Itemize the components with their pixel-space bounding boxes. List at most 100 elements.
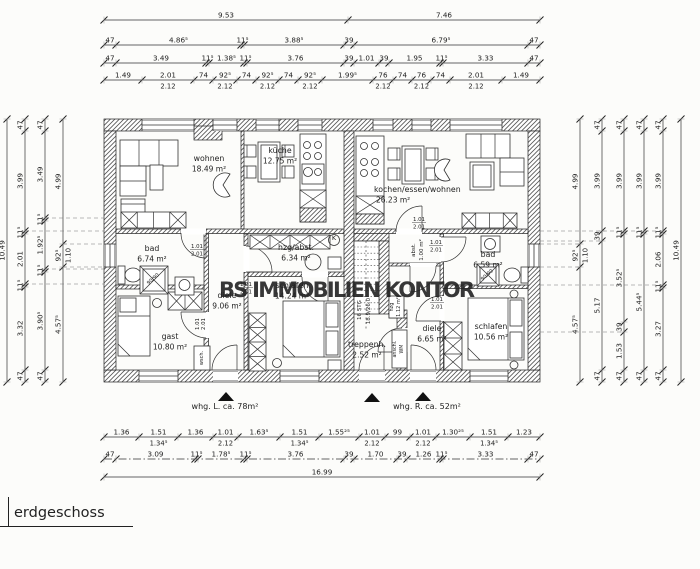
small-label: WM (399, 345, 405, 354)
dim-label: 11⁵ (236, 36, 248, 45)
dim-label: 1.99⁵ (338, 71, 357, 80)
dim-label: 1.51 (291, 428, 307, 437)
room-area: 9.06 m² (212, 302, 241, 311)
dim-label: 11⁵ (201, 54, 213, 63)
dim-label: 1.55²⁵ (328, 428, 350, 437)
dim-label: 11⁵ (190, 450, 202, 459)
dim-label: 11⁵ (435, 450, 447, 459)
page-title: erdgeschoss (14, 505, 105, 521)
dim-label: 92⁵ (54, 249, 63, 261)
room-area: 2.52 m² (352, 351, 381, 360)
window-symbols (104, 119, 540, 382)
room-name: hzg/abst. (278, 243, 314, 252)
room-area: 6.74 m² (137, 255, 166, 264)
room-name: treppenh. (348, 340, 386, 349)
dim-label: 2.01 (468, 71, 484, 80)
dim-label: 4.57⁵ (54, 315, 63, 334)
door-size-label: 1.01 (430, 240, 442, 246)
dim-label: 1.51 (150, 428, 166, 437)
dim-label: 6.79⁵ (432, 36, 451, 45)
dim-label: 47 (593, 371, 602, 380)
dim-label: 47 (105, 450, 114, 459)
door-size-label: 2.01 (431, 305, 443, 311)
dim-label: 39 (344, 54, 354, 63)
door-size-label: 1.01 (195, 318, 201, 330)
room-name: küche (268, 146, 291, 155)
dim-label: 3.99 (593, 173, 602, 189)
dim-label: 47 (615, 120, 624, 129)
dim-label: 47 (635, 120, 644, 129)
door-size-label: 2.01 (240, 290, 252, 296)
dim-label: 16.99 (312, 468, 333, 477)
room-name: diele (423, 324, 442, 333)
dim-label: 74 (284, 71, 294, 80)
dim-label: 74 (242, 71, 252, 80)
watermark: BS IMMOBILIEN KONTOR (219, 278, 475, 302)
dim-label: 47 (529, 54, 538, 63)
room-area: 6.34 m² (281, 254, 310, 263)
dim-label: 1.01 (358, 54, 374, 63)
dim-label: 92⁵ (571, 249, 580, 261)
dim-label: 11⁵ (239, 450, 251, 459)
dim-label: 76 (378, 71, 388, 80)
dim-label: 11⁵ (635, 226, 644, 238)
dim-label: 74 (436, 71, 446, 80)
small-label: 18.9/26.0 (366, 297, 372, 324)
dim-label: 3.52⁵ (615, 268, 624, 287)
dim-label: 3.49 (153, 54, 169, 63)
door-size-label: 1.01 (413, 217, 425, 223)
dim-label: 11⁵ (16, 279, 25, 291)
dim-label: 1.26 (415, 450, 431, 459)
dim-label: 2.01 (16, 251, 25, 267)
dim-label: 1.01 (364, 428, 380, 437)
dim-label: 99 (393, 428, 403, 437)
dim-label: 11⁵ (654, 226, 663, 238)
dim-sublabel: 2.12 (160, 83, 175, 91)
room-name: gast (162, 332, 179, 341)
dim-label: 1.51 (481, 428, 497, 437)
furniture (117, 133, 529, 372)
dim-sublabel: 2.12 (415, 440, 430, 448)
apartment-label-right: whg. R. ca. 52m² (393, 402, 461, 411)
dim-sublabel: 2.12 (468, 83, 483, 91)
small-label: K (332, 234, 337, 242)
small-label: abst. (411, 243, 417, 257)
room-area: 10.56 m² (474, 333, 508, 342)
dim-label: 74 (199, 71, 209, 80)
dim-sublabel: 2.12 (302, 83, 317, 91)
dim-label: 1.01 (415, 428, 431, 437)
dim-label: 47 (654, 371, 663, 380)
dim-label: 47 (615, 371, 624, 380)
dim-sublabel: 2.12 (364, 440, 379, 448)
staircase (353, 240, 380, 330)
dim-label: 47 (36, 371, 45, 380)
door-size-label: 2.01 (430, 248, 442, 254)
dim-label: 5.17 (593, 297, 602, 313)
room-area: 6.59 m² (473, 261, 502, 270)
door-size-label: 1.01 (240, 282, 252, 288)
dim-label: 11⁵ (654, 280, 663, 292)
dim-label: 9.53 (218, 11, 234, 20)
dim-label: 47 (529, 450, 538, 459)
dim-label: 10.49 (0, 240, 7, 261)
dim-label: 3.76 (287, 54, 303, 63)
dim-label: 47 (16, 371, 25, 380)
dim-label: 39 (344, 450, 354, 459)
dim-label: 1.49 (513, 71, 529, 80)
dim-col-v0: 10.49 (0, 115, 11, 386)
dim-label: 4.86⁵ (169, 36, 188, 45)
dim-label: 74 (398, 71, 408, 80)
dim-col-v9: 10.49 (672, 115, 685, 386)
room-area: 12.75 m² (263, 157, 297, 166)
